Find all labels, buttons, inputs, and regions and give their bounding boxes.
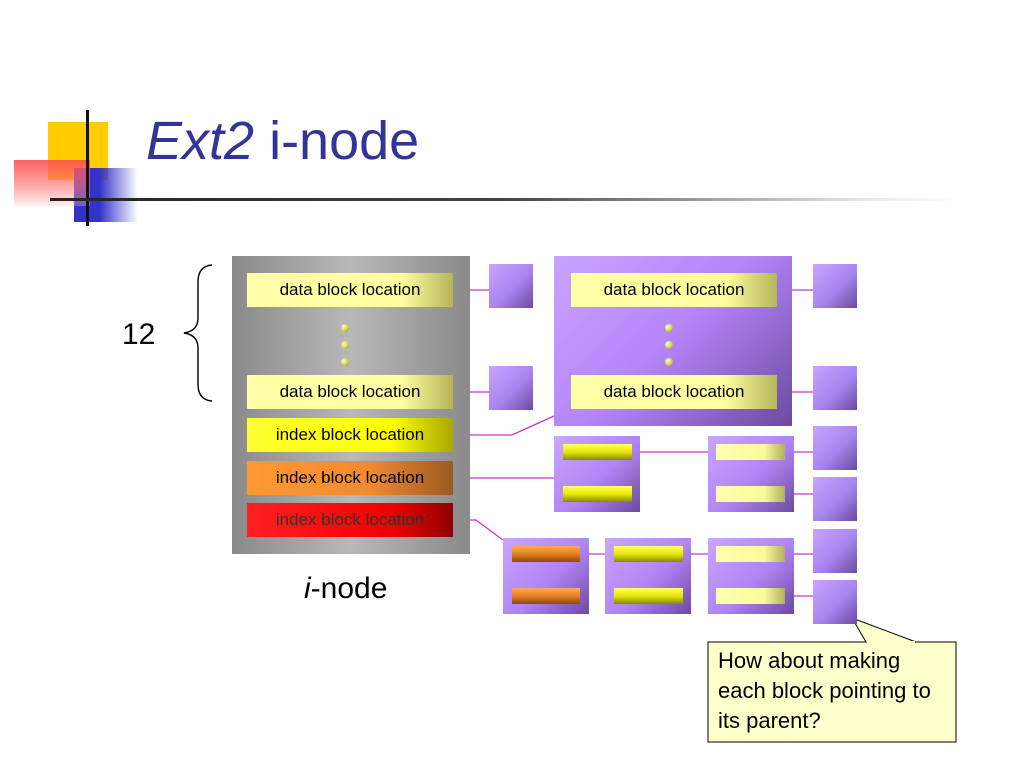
index-entry xyxy=(563,486,632,502)
slide-title: Ext2 i-node xyxy=(146,114,419,168)
inode-caption-rest: -node xyxy=(310,572,388,605)
ellipsis-dot xyxy=(341,358,349,366)
data-block xyxy=(813,366,857,410)
title-underline xyxy=(50,198,960,201)
inode-field-single-index: index block location xyxy=(247,418,453,452)
callout-text: How about making each block pointing to … xyxy=(718,648,931,733)
curly-brace xyxy=(183,264,213,402)
index-field-data-block: data block location xyxy=(571,375,777,409)
title-italic: Ext2 xyxy=(146,111,255,171)
ellipsis-dot xyxy=(341,341,349,349)
inode-caption: i-node xyxy=(304,572,387,606)
index-entry xyxy=(512,588,580,604)
data-block xyxy=(489,366,533,410)
title-rest: i-node xyxy=(254,111,420,171)
index-entry xyxy=(716,444,785,460)
index-entry xyxy=(512,546,580,562)
callout-pointer xyxy=(850,617,917,643)
index-field-data-block: data block location xyxy=(571,273,777,307)
inode-caption-italic: i xyxy=(304,572,311,605)
data-block xyxy=(813,264,857,308)
index-entry xyxy=(563,444,632,460)
inode-field-triple-index: index block location xyxy=(247,503,453,537)
index-entry xyxy=(614,588,683,604)
ellipsis-dot xyxy=(665,324,673,332)
link-line xyxy=(453,415,555,436)
data-block xyxy=(813,529,857,573)
title-deco-vertical-line xyxy=(86,110,89,226)
inode-field-data-block: data block location xyxy=(247,375,453,409)
data-block xyxy=(813,477,857,521)
direct-block-count: 12 xyxy=(122,318,156,351)
inode-field-double-index: index block location xyxy=(247,461,453,495)
data-block xyxy=(813,580,857,624)
data-block xyxy=(813,426,857,470)
ellipsis-dot xyxy=(665,341,673,349)
index-entry xyxy=(716,486,785,502)
inode-field-data-block: data block location xyxy=(247,273,453,307)
index-entry xyxy=(716,588,785,604)
ellipsis-dot xyxy=(665,358,673,366)
ellipsis-dot xyxy=(341,324,349,332)
index-entry xyxy=(716,546,785,562)
data-block xyxy=(489,264,533,308)
index-entry xyxy=(614,546,683,562)
